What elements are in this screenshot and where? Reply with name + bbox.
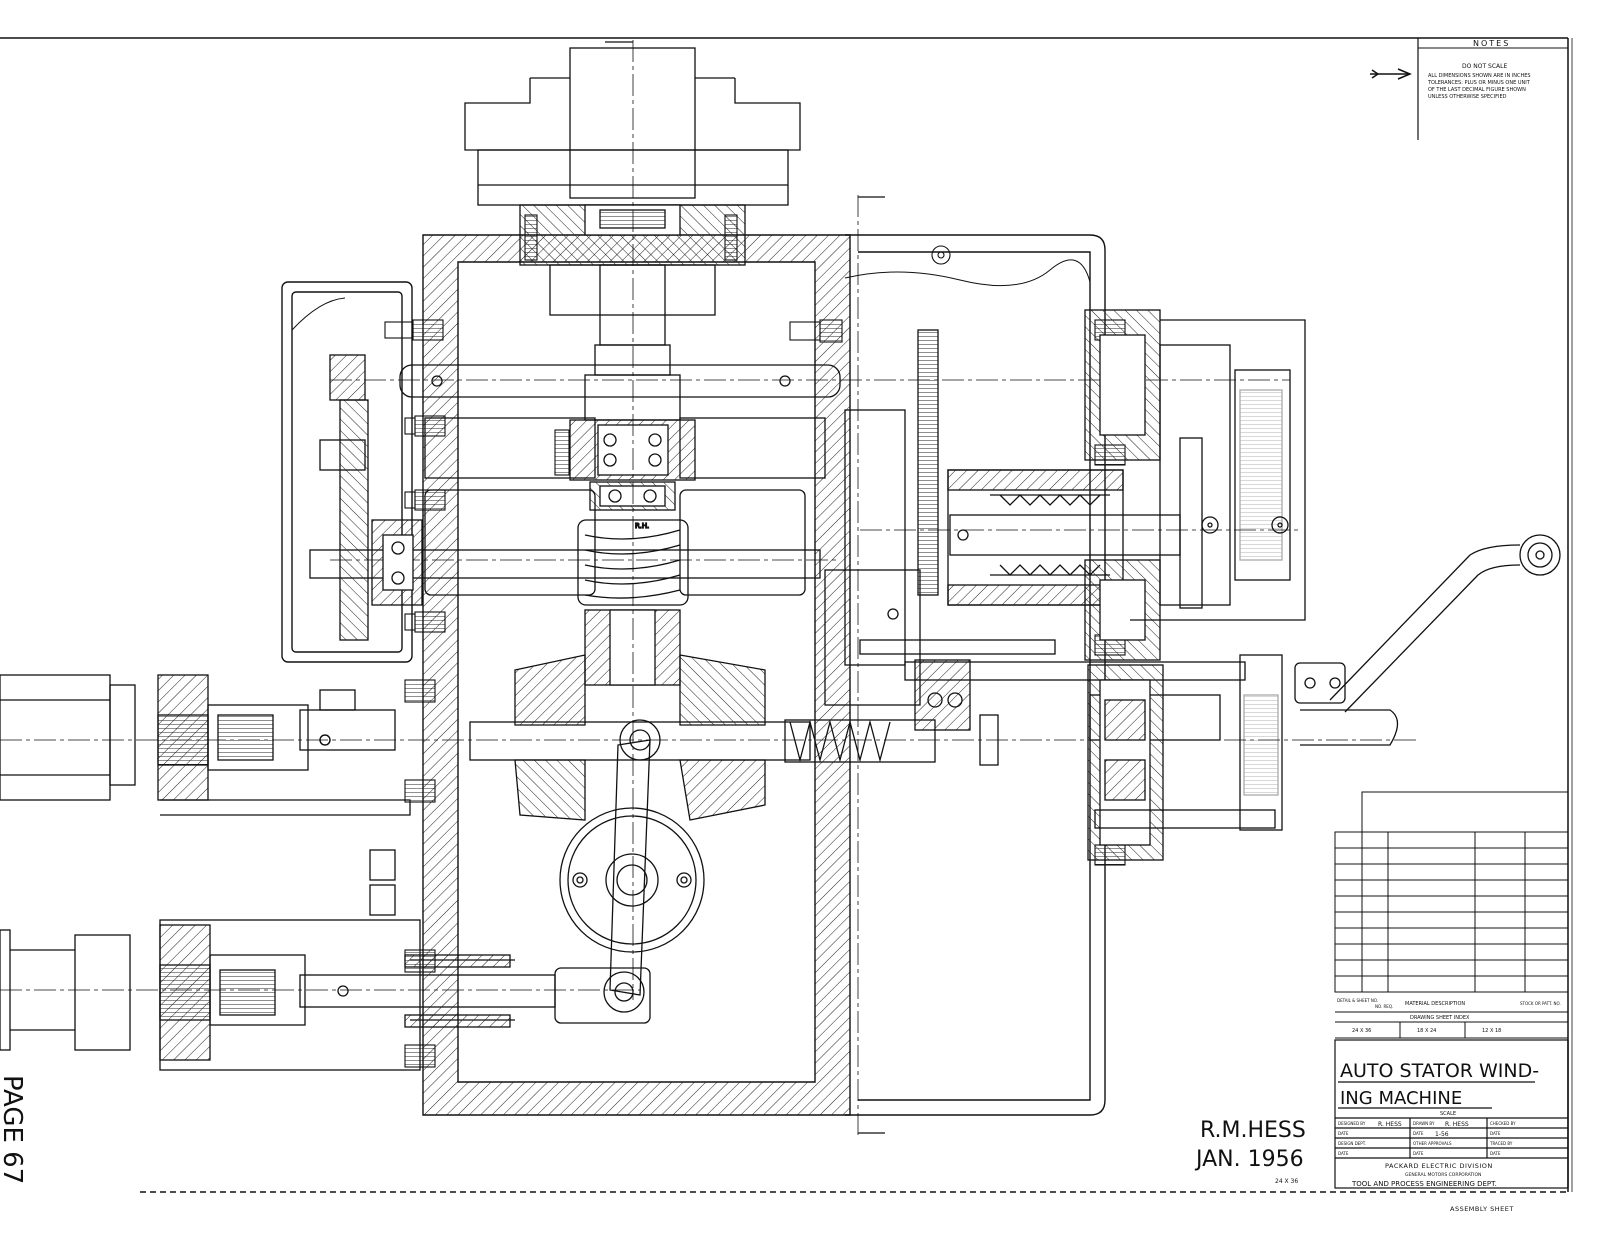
signature-date: JAN. 1956: [1194, 1147, 1304, 1172]
title-block: [1334, 1039, 1569, 1189]
parts-col-detail: DETAIL & SHEET NO.: [1337, 998, 1378, 1003]
left-actuators: [0, 674, 556, 1071]
drawn-by-value: R. HESS: [1445, 1121, 1469, 1128]
section-markers: [605, 41, 885, 1134]
sheet-size-24x36: 24 X 36: [1352, 1028, 1371, 1034]
drawing-sheet-index: DRAWING SHEET INDEX: [1410, 1015, 1470, 1021]
parts-list-labels: DETAIL & SHEET NO. NO. REQ. MATERIAL DES…: [1337, 998, 1561, 1034]
date-label-2: DATE: [1413, 1131, 1424, 1136]
parts-col-stock: STOCK OR PATT. NO.: [1520, 1001, 1561, 1006]
parts-col-no-req: NO. REQ.: [1375, 1004, 1393, 1009]
signature-name: R.M.HESS: [1200, 1118, 1306, 1143]
notes-line-5: UNLESS OTHERWISE SPECIFIED: [1428, 94, 1507, 100]
sheet-type: ASSEMBLY SHEET: [1450, 1205, 1514, 1213]
drawn-by-label: DRAWN BY: [1413, 1121, 1435, 1126]
notes-line-2: ALL DIMENSIONS SHOWN ARE IN INCHES: [1428, 73, 1531, 79]
right-gear-assembly: [917, 309, 1561, 746]
checked-by-label: CHECKED BY: [1490, 1121, 1516, 1126]
design-dept-label: DESIGN DEPT.: [1338, 1141, 1366, 1146]
designed-by-label: DESIGNED BY: [1338, 1121, 1366, 1126]
top-spindle-housing: R.H.: [464, 47, 801, 686]
drawing-title-line-1: AUTO STATOR WIND-: [1340, 1060, 1539, 1082]
sheet-border: [0, 37, 1573, 1193]
date-label-6: DATE: [1490, 1151, 1501, 1156]
date-label-5: DATE: [1413, 1151, 1424, 1156]
traced-by-label: TRACED BY: [1489, 1141, 1513, 1146]
parts-col-material: MATERIAL DESCRIPTION: [1405, 1001, 1465, 1007]
notes-heading: NOTES: [1473, 39, 1510, 48]
date-label-1: DATE: [1338, 1131, 1349, 1136]
shafts: [309, 354, 1056, 706]
notes-line-1: DO NOT SCALE: [1462, 63, 1507, 70]
drawing-title-line-2: ING MACHINE: [1340, 1088, 1462, 1109]
worm-hand-mark: R.H.: [635, 522, 649, 530]
title-underline: [1338, 1081, 1535, 1109]
notes-line-3: TOLERANCES: PLUS OR MINUS ONE UNIT: [1427, 80, 1531, 86]
notes-block: NOTES DO NOT SCALE ALL DIMENSIONS SHOWN …: [1370, 38, 1568, 140]
bevel-gear-crank: [319, 654, 1283, 1024]
title-block-text: AUTO STATOR WIND- ING MACHINE SCALE DESI…: [1338, 1060, 1539, 1213]
notes-arrow-icon: [1370, 68, 1412, 80]
parts-list-table: [1334, 791, 1569, 1039]
signature-block: R.M.HESS JAN. 1956 24 X 36: [1194, 1118, 1306, 1185]
date-label-3: DATE: [1490, 1131, 1501, 1136]
page-label: PAGE 67: [0, 1075, 27, 1184]
date-value: 1-56: [1435, 1131, 1449, 1138]
date-label-4: DATE: [1338, 1151, 1349, 1156]
designed-by-value: R. HESS: [1378, 1121, 1402, 1128]
other-approvals-label: OTHER APPROVALS: [1413, 1141, 1452, 1146]
corporation-name: GENERAL MOTORS CORPORATION: [1405, 1172, 1481, 1178]
sheet-size-12x18: 12 X 18: [1482, 1028, 1501, 1034]
scale-label: SCALE: [1440, 1111, 1456, 1117]
department-name: TOOL AND PROCESS ENGINEERING DEPT.: [1351, 1180, 1497, 1188]
sheet-size-18x24: 18 X 24: [1417, 1028, 1436, 1034]
notes-line-4: OF THE LAST DECIMAL FIGURE SHOWN: [1428, 87, 1526, 93]
sheet-size-mark: 24 X 36: [1275, 1178, 1298, 1185]
division-name: PACKARD ELECTRIC DIVISION: [1385, 1162, 1493, 1170]
